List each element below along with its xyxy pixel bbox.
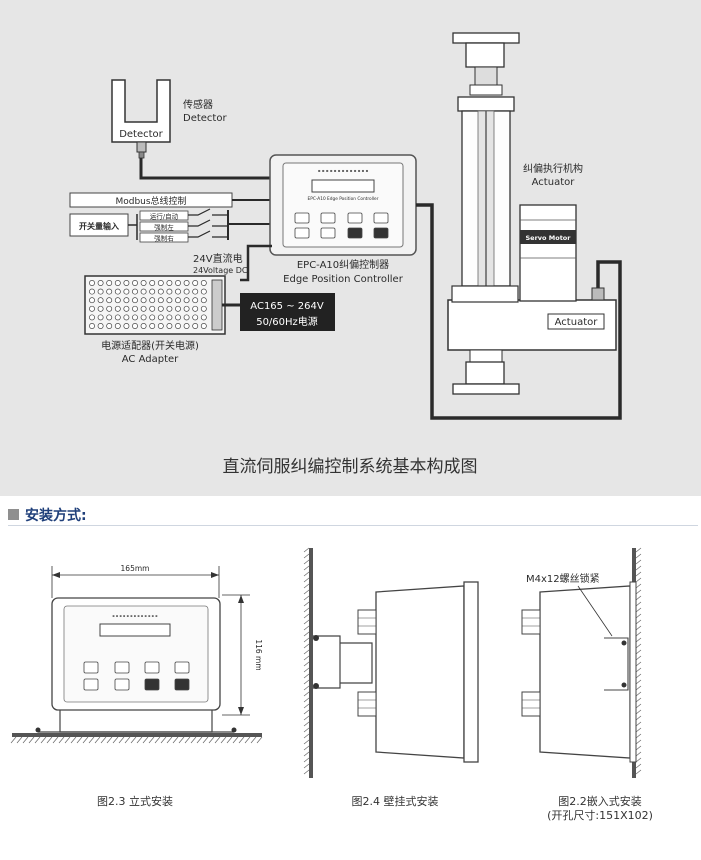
height-dimension: 116 mm	[254, 639, 263, 670]
caption-wall-install: 图2.4 壁挂式安装	[352, 794, 439, 808]
wall-install-figure	[303, 547, 479, 778]
section-header: 安装方式:	[8, 504, 698, 526]
system-diagram-panel: Detector 传感器 Detector Modbus总线控制 开关量输入 运…	[0, 0, 701, 496]
adapter-vent-holes	[89, 280, 207, 329]
controller-label-en: Edge Position Controller	[283, 274, 404, 285]
actuator-label-en: Actuator	[532, 177, 576, 188]
width-dimension: 165mm	[121, 564, 150, 573]
dc24-cable	[240, 244, 272, 282]
adapter-label-cn: 电源适配器(开关电源)	[101, 339, 199, 352]
diagram-title: 直流伺服纠编控制系统基本构成图	[223, 457, 478, 477]
dc24-label-en: 24Voltage DC	[193, 266, 248, 275]
controller-actuator-cable	[416, 203, 622, 420]
switch-rows: 运行/自动 强制左 强制右	[139, 208, 275, 243]
actuator-assembly: Servo Motor Actuator	[447, 32, 617, 395]
controller-label-cn: EPC-A10纠偏控制器	[297, 258, 389, 271]
ac-line1: AC165 ~ 264V	[250, 301, 324, 312]
detector-cable	[139, 158, 275, 180]
stand-install-figure: 165mm 116 mm ▪ ▪ ▪ ▪ ▪ ▪ ▪ ▪ ▪ ▪ ▪ ▪ ▪	[10, 564, 263, 744]
switch-run-auto-label: 运行/自动	[150, 212, 179, 221]
controller-display	[311, 179, 375, 193]
embed-install-figure	[521, 547, 642, 778]
panel-model-text: EPC-A10 Edge Position Controller	[308, 196, 379, 202]
caption-embed-install: 图2.2嵌入式安装	[558, 794, 642, 808]
section-bullet-icon	[8, 509, 19, 520]
servo-motor-label: Servo Motor	[526, 234, 572, 242]
install-methods-svg: 165mm 116 mm ▪ ▪ ▪ ▪ ▪ ▪ ▪ ▪ ▪ ▪ ▪ ▪ ▪ 图…	[10, 547, 653, 822]
screw-label: M4x12螺丝锁紧	[526, 572, 600, 585]
switch-input-label: 开关量输入	[79, 221, 119, 231]
svg-text:▪ ▪ ▪ ▪ ▪ ▪ ▪ ▪ ▪ ▪ ▪ ▪ ▪: ▪ ▪ ▪ ▪ ▪ ▪ ▪ ▪ ▪ ▪ ▪ ▪ ▪	[112, 614, 158, 618]
controller-unit: ▪ ▪ ▪ ▪ ▪ ▪ ▪ ▪ ▪ ▪ ▪ ▪ ▪ EPC-A10 Edge P…	[269, 154, 417, 256]
ac-power-box	[240, 293, 335, 331]
sensor-label-en: Detector	[183, 113, 227, 124]
switch-force-right-label: 强制右	[154, 234, 174, 243]
system-diagram-svg: Detector 传感器 Detector Modbus总线控制 开关量输入 运…	[69, 32, 622, 477]
dc24-label-cn: 24V直流电	[193, 252, 243, 265]
ac-line2: 50/60Hz电源	[256, 315, 318, 328]
detector-sensor: Detector	[111, 79, 171, 159]
servo-motor	[519, 204, 577, 302]
actuator-box-label: Actuator	[555, 317, 599, 328]
caption-embed-cutout: (开孔尺寸:151X102)	[547, 808, 653, 822]
actuator-label-cn: 纠偏执行机构	[523, 162, 583, 175]
detector-box-label: Detector	[119, 129, 163, 140]
install-methods-panel: 165mm 116 mm ▪ ▪ ▪ ▪ ▪ ▪ ▪ ▪ ▪ ▪ ▪ ▪ ▪ 图…	[0, 528, 701, 856]
svg-text:▪ ▪ ▪ ▪ ▪ ▪ ▪ ▪ ▪ ▪ ▪ ▪ ▪: ▪ ▪ ▪ ▪ ▪ ▪ ▪ ▪ ▪ ▪ ▪ ▪ ▪	[318, 168, 369, 173]
switch-force-left-label: 强制左	[154, 223, 174, 232]
modbus-label: Modbus总线控制	[115, 195, 186, 207]
section-title: 安装方式:	[25, 508, 87, 524]
caption-stand-install: 图2.3 立式安装	[97, 794, 173, 808]
section-divider	[8, 525, 698, 526]
ac-adapter	[84, 275, 226, 335]
adapter-label-en: AC Adapter	[122, 354, 179, 365]
sensor-label-cn: 传感器	[183, 98, 213, 111]
